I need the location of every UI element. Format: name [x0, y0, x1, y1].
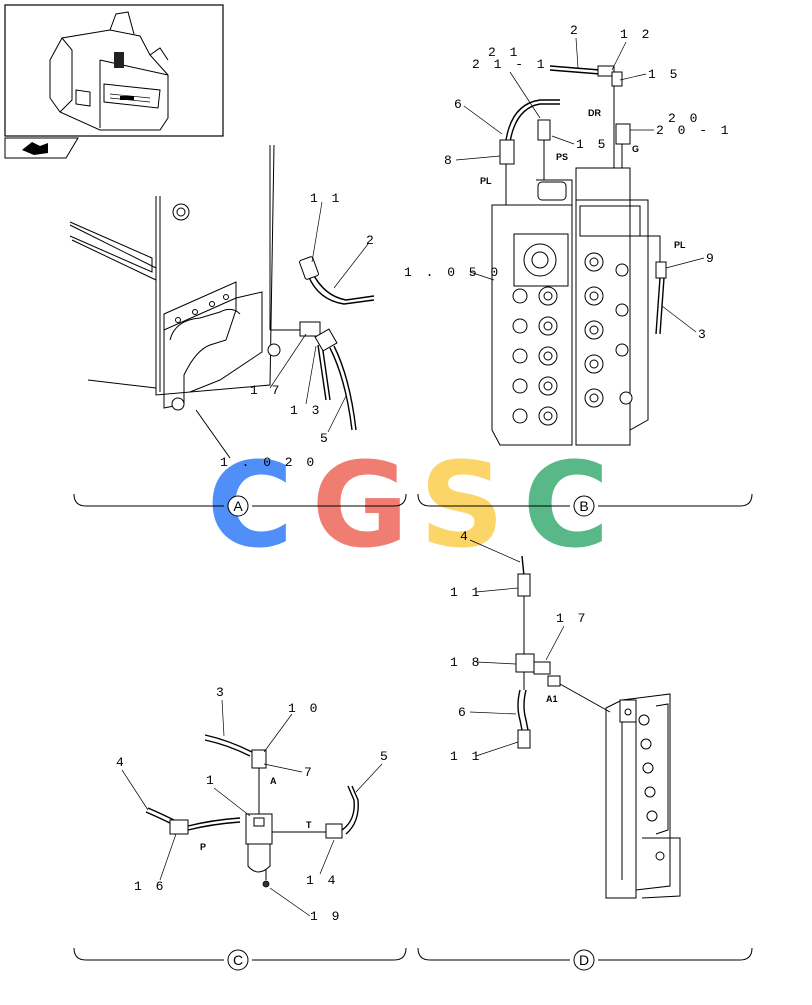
callout-b-2: 2 [570, 23, 581, 38]
callout-d-11b: 1 1 [450, 749, 482, 764]
section-b-drawing [491, 65, 667, 446]
watermark-letter-c2: C [523, 436, 610, 574]
callout-b-8: 8 [444, 153, 455, 168]
tag-b-dr: DR [588, 108, 601, 118]
tag-b-ps: PS [556, 152, 568, 162]
callout-a-ref: 1 . 0 2 0 [220, 455, 317, 470]
callout-b-12: 1 2 [620, 27, 652, 42]
section-c-bracket: C [73, 947, 407, 971]
callout-a-11: 1 1 [310, 191, 342, 206]
callout-b-21-1: 2 1 - 1 [472, 57, 548, 72]
tag-b-g: G [632, 144, 639, 154]
callout-d-4: 4 [460, 529, 471, 544]
tag-c-a: A [270, 776, 277, 786]
section-a-bracket: A [73, 493, 407, 517]
callout-c-19: 1 9 [310, 909, 342, 924]
section-a-label: A [233, 498, 243, 514]
callout-b-15b: 1 5 [576, 137, 608, 152]
callout-d-17: 1 7 [556, 611, 588, 626]
callout-d-18: 1 8 [450, 655, 482, 670]
tag-b-pl-left: PL [480, 176, 492, 186]
section-c-label: C [233, 952, 243, 968]
callout-a-5: 5 [320, 431, 331, 446]
callout-c-4: 4 [116, 755, 127, 770]
section-b-callouts: 2 1 2 1 5 2 1 2 1 - 1 6 1 5 2 0 2 0 - 1 … [404, 23, 732, 342]
callout-c-16: 1 6 [134, 879, 166, 894]
view-arrow-icon [4, 137, 79, 159]
tag-b-pl-right: PL [674, 240, 686, 250]
callout-c-5: 5 [380, 749, 391, 764]
callout-b-ref: 1 . 0 5 0 [404, 265, 501, 280]
overview-thumbnail [4, 4, 224, 137]
callout-b-20: 2 0 [668, 111, 700, 126]
callout-c-7: 7 [304, 765, 315, 780]
section-d-callouts: 4 1 1 1 7 1 8 6 1 1 A1 [450, 529, 588, 764]
callout-d-11a: 1 1 [450, 585, 482, 600]
watermark-logo: C G S C [207, 436, 610, 574]
section-a-callouts: 1 1 2 1 7 1 3 5 1 . 0 2 0 [220, 191, 377, 470]
section-d-label: D [579, 952, 589, 968]
callout-c-14: 1 4 [306, 873, 338, 888]
watermark-letter-c1: C [207, 436, 294, 574]
callout-d-6: 6 [458, 705, 469, 720]
section-c-drawing [145, 734, 359, 888]
tag-c-p: P [200, 842, 206, 852]
valve-spools-left [512, 286, 558, 426]
callout-a-2: 2 [366, 233, 377, 248]
section-a-drawing [69, 144, 375, 459]
watermark-letter-g: G [312, 436, 409, 574]
callout-a-17: 1 7 [250, 383, 282, 398]
callout-c-1: 1 [206, 773, 217, 788]
callout-b-9: 9 [706, 251, 717, 266]
tag-c-t: T [306, 820, 312, 830]
section-b-bracket: B [417, 493, 753, 517]
callout-b-15a: 1 5 [648, 67, 680, 82]
section-b-label: B [579, 498, 588, 514]
callout-b-3: 3 [698, 327, 709, 342]
callout-c-10: 1 0 [288, 701, 320, 716]
callout-c-3: 3 [216, 685, 227, 700]
tag-d-a1: A1 [546, 694, 558, 704]
callout-b-20-1: 2 0 - 1 [656, 123, 732, 138]
callout-a-13: 1 3 [290, 403, 322, 418]
section-c-callouts: 3 1 0 7 4 1 5 1 6 1 4 1 9 A P T [116, 685, 391, 924]
section-d-bracket: D [417, 947, 753, 971]
callout-b-21: 2 1 [488, 45, 520, 60]
valve-spools-right [584, 252, 633, 408]
callout-b-6: 6 [454, 97, 465, 112]
watermark-letter-s: S [420, 436, 505, 574]
section-d-drawing [515, 555, 681, 899]
